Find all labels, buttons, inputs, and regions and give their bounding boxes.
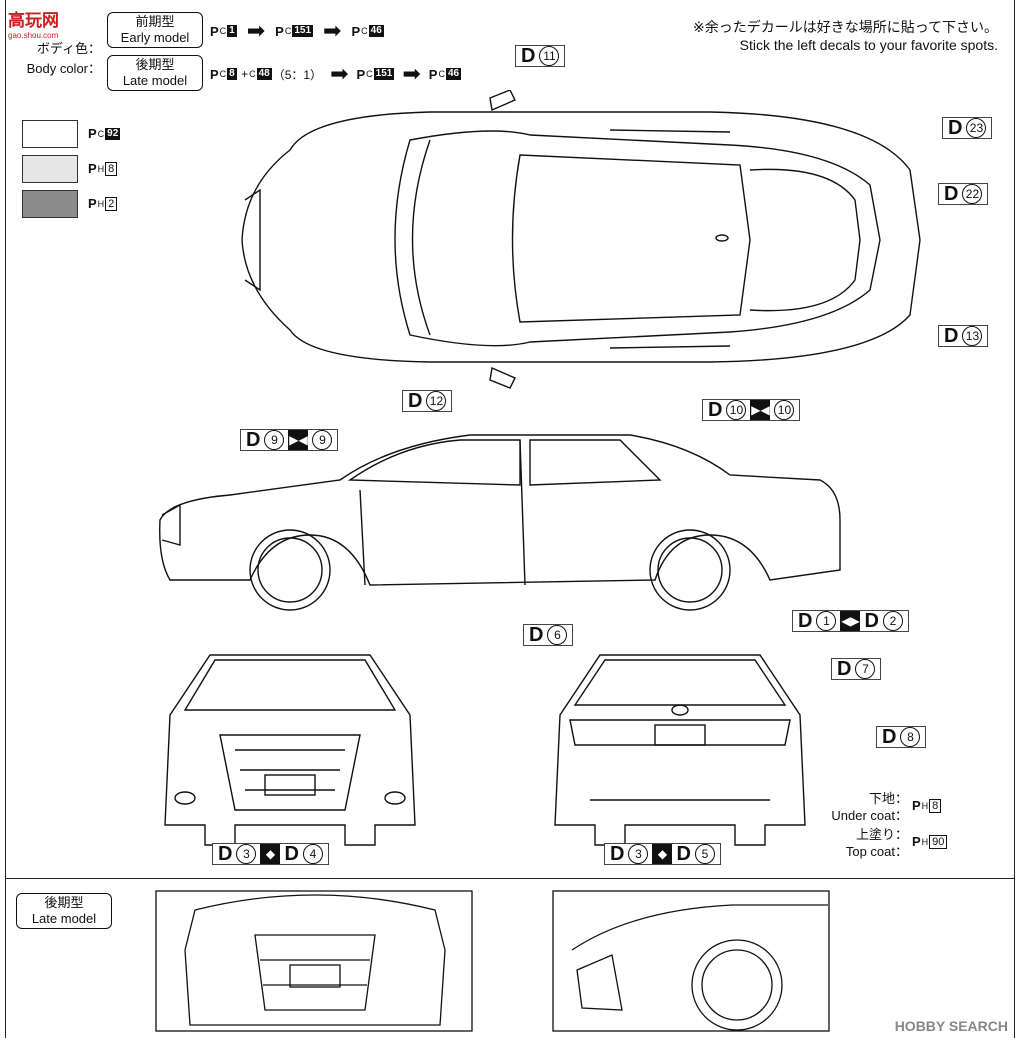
mirror-icon: ▶◀ [288,430,309,450]
late-side-view [552,890,830,1032]
top-coat-jp: 上塗り： [855,827,908,842]
logo-subtitle: gao.shou.com [8,31,59,40]
body-color-jp: ボディ色： [36,41,101,56]
late-section-jp: 後期型 [44,895,84,910]
under-coat-jp: 下地： [868,791,908,806]
decal-note: ※余ったデカールは好きな場所に貼って下さい。 Stick the left de… [693,18,998,54]
swap-icon: ◆ [652,844,673,864]
site-logo: 高玩网 gao.shou.com [8,6,59,40]
swap-icon: ◀▶ [840,611,861,631]
late-model-box: 後期型 Late model [107,55,203,91]
late-model-frame [5,878,1015,1038]
decal-note-jp: ※余ったデカールは好きな場所に貼って下さい。 [692,19,998,35]
decal-note-en: Stick the left decals to your favorite s… [739,37,998,53]
late-section-box: 後期型 Late model [16,893,112,929]
car-rear-view [554,654,806,846]
body-color-en: Body color： [26,61,101,76]
footer-watermark: HOBBY SEARCH [894,1018,1008,1034]
car-front-view [164,654,416,846]
car-side-view [159,434,841,611]
arrow-icon: ➡ [330,61,349,86]
arrow-icon: ➡ [323,18,342,43]
late-model-en: Late model [122,73,188,88]
late-model-jp: 後期型 [135,57,175,72]
late-section-en: Late model [31,911,97,926]
swap-icon: ◆ [260,844,281,864]
early-model-box: 前期型 Early model [107,12,203,48]
logo-title: 高玩网 [8,11,59,30]
car-top-view [241,90,921,389]
under-coat-en: Under coat： [831,808,908,823]
top-coat-en: Top coat： [845,844,908,859]
early-model-jp: 前期型 [135,14,175,29]
swatch-h2 [22,190,78,218]
arrow-icon: ➡ [402,61,421,86]
instruction-frame [5,0,1015,879]
arrow-icon: ➡ [246,18,266,43]
early-model-en: Early model [120,30,190,45]
swatch-c92 [22,120,78,148]
top-coat: 上塗り： Top coat： [846,826,908,860]
under-coat: 下地： Under coat： [831,790,908,824]
swatch-h8 [22,155,78,183]
late-front-view [155,890,473,1032]
mirror-icon: ▶◀ [750,400,771,420]
